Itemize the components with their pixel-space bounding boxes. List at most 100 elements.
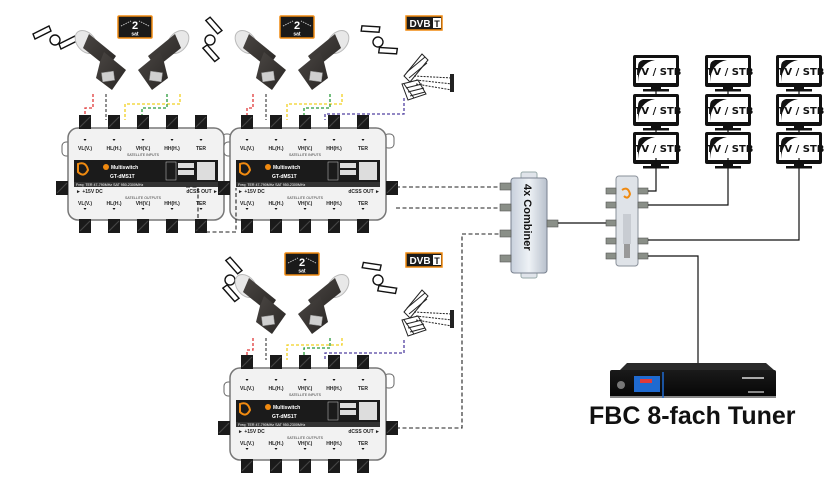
output-port-0[interactable]	[240, 218, 254, 234]
satellite-icon	[354, 255, 405, 301]
output-port-2[interactable]	[298, 218, 312, 234]
output-port-label: VH(V.)	[136, 201, 151, 207]
input-port-2[interactable]	[298, 114, 312, 130]
output-port-label: HH(H.)	[326, 441, 342, 447]
input-port-label: HH(H.)	[164, 146, 180, 152]
multiswitch-model: GT-dMS1T	[110, 174, 135, 180]
dcss-cable-3	[396, 233, 500, 429]
multiswitch-brand: Multiswitch	[273, 405, 300, 411]
input-port-label: TER	[196, 146, 206, 152]
input-port-label: VH(V.)	[298, 386, 313, 392]
output-port-1[interactable]	[107, 218, 121, 234]
input-port-4[interactable]	[356, 354, 370, 370]
input-port-1[interactable]	[107, 114, 121, 130]
lnb-cable	[324, 98, 405, 120]
output-port-label: VL(V.)	[240, 441, 254, 447]
output-port-label: VH(V.)	[298, 201, 313, 207]
dc-input-label: ► +15V DC	[238, 189, 265, 195]
output-port-3[interactable]	[327, 218, 341, 234]
output-port-0[interactable]	[78, 218, 92, 234]
output-port-4[interactable]	[194, 218, 208, 234]
dvbt-suffix: T	[434, 256, 440, 266]
satellite-icon	[32, 25, 78, 50]
output-port-0[interactable]	[240, 458, 254, 474]
input-port-3[interactable]	[327, 114, 341, 130]
receiver-cable	[648, 255, 699, 370]
dcss-out-port[interactable]	[385, 180, 399, 196]
input-port-1[interactable]	[269, 354, 283, 370]
tv-stb-label: TV / STB	[635, 106, 682, 117]
badge-text: sat	[131, 32, 139, 38]
output-port-4[interactable]	[356, 218, 370, 234]
lnb-icon	[230, 269, 287, 335]
multiswitch-brand: Multiswitch	[273, 165, 300, 171]
tv-cable-col-2	[648, 158, 729, 206]
input-port-2[interactable]	[136, 114, 150, 130]
inputs-header: SATELLITE INPUTS	[289, 153, 322, 157]
output-port-1[interactable]	[269, 218, 283, 234]
lnb-cable	[286, 94, 343, 120]
input-port-label: VL(V.)	[240, 386, 254, 392]
tv-stb-icon: TV / STB	[705, 55, 753, 92]
output-port-1[interactable]	[269, 458, 283, 474]
tv-stb-label: TV / STB	[778, 67, 825, 78]
output-port-label: HH(H.)	[164, 201, 180, 207]
satellite-icon	[353, 18, 405, 62]
dvbt-badge: DVB T	[405, 15, 443, 31]
multiswitch-2: VL(V.)VL(V.)HL(H.)HL(H.)VH(V.)VH(V.)HH(H…	[217, 114, 399, 234]
tv-stb-label: TV / STB	[635, 67, 682, 78]
lnb-cable	[324, 340, 405, 360]
frequency-label: Freq: TER 47-790MHz SAT 950-2300MHz	[238, 183, 306, 187]
receiver-title: FBC 8-fach Tuner	[589, 402, 796, 430]
multiswitch-model: GT-dMS1T	[272, 174, 297, 180]
tv-stb-label: TV / STB	[778, 144, 825, 155]
input-port-4[interactable]	[194, 114, 208, 130]
input-port-label: VH(V.)	[136, 146, 151, 152]
multiswitch-model: GT-dMS1T	[272, 414, 297, 420]
input-port-0[interactable]	[240, 114, 254, 130]
tv-stb-icon: TV / STB	[633, 94, 681, 131]
input-port-label: TER	[358, 386, 368, 392]
power-button-icon	[617, 381, 625, 389]
tv-stb-icon: TV / STB	[705, 132, 753, 169]
lnb-cable	[303, 94, 331, 120]
brand-logo-icon	[77, 162, 90, 176]
tv-stb-label: TV / STB	[635, 144, 682, 155]
two-sat-badge: 2 sat	[117, 15, 153, 39]
input-port-label: HH(H.)	[326, 386, 342, 392]
dvbt-badge: DVB T	[405, 252, 443, 268]
output-port-3[interactable]	[327, 458, 341, 474]
input-port-label: VL(V.)	[240, 146, 254, 152]
input-port-4[interactable]	[356, 114, 370, 130]
multiswitch-3: VL(V.)VL(V.)HL(H.)HL(H.)VH(V.)VH(V.)HH(H…	[217, 354, 399, 474]
lnb-group-1: 2 sat	[32, 15, 194, 91]
brand-logo-icon	[239, 402, 252, 416]
lnb-icon	[297, 269, 354, 335]
dc-port[interactable]	[217, 180, 231, 196]
lnb-icon	[230, 25, 287, 91]
dc-port[interactable]	[55, 180, 69, 196]
output-port-4[interactable]	[356, 458, 370, 474]
inputs-header: SATELLITE INPUTS	[289, 393, 322, 397]
output-port-label: VH(V.)	[298, 441, 313, 447]
dcss-out-label: dCSS OUT ►	[186, 189, 218, 195]
tv-stb-icon: TV / STB	[705, 94, 753, 131]
input-port-0[interactable]	[240, 354, 254, 370]
output-port-2[interactable]	[136, 218, 150, 234]
tv-stb-icon: TV / STB	[776, 94, 824, 131]
tv-stb-icon: TV / STB	[776, 132, 824, 169]
output-port-3[interactable]	[165, 218, 179, 234]
dc-port[interactable]	[217, 420, 231, 436]
lnb-group-3: 2 sat DVB T	[214, 252, 455, 337]
output-port-label: VL(V.)	[78, 201, 92, 207]
input-port-3[interactable]	[165, 114, 179, 130]
two-sat-badge: 2 sat	[279, 15, 315, 39]
input-port-label: HL(H.)	[107, 146, 122, 152]
multiswitch-container: VL(V.)VL(V.)HL(H.)HL(H.)VH(V.)VH(V.)HH(H…	[55, 114, 399, 474]
input-port-3[interactable]	[327, 354, 341, 370]
input-port-1[interactable]	[269, 114, 283, 130]
input-port-2[interactable]	[298, 354, 312, 370]
dc-input-label: ► +15V DC	[76, 189, 103, 195]
input-port-0[interactable]	[78, 114, 92, 130]
output-port-2[interactable]	[298, 458, 312, 474]
